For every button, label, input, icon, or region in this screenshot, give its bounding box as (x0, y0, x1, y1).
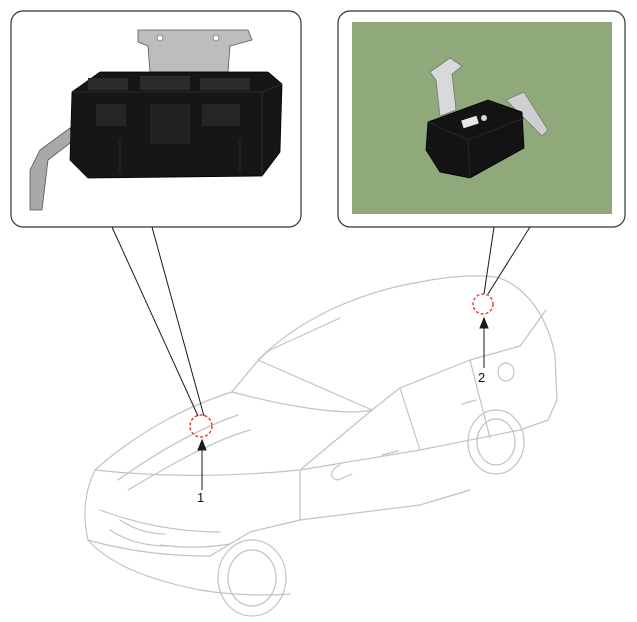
pointer-arrows (197, 316, 489, 490)
module-2-illustration (425, 57, 549, 179)
location-marker-2 (472, 293, 494, 315)
location-marker-1 (189, 414, 213, 438)
callout-number-2: 2 (478, 370, 485, 385)
car-outline (84, 275, 558, 617)
callout-number-1: 1 (197, 490, 204, 505)
module-1-illustration (29, 29, 283, 211)
leader-lines (111, 226, 531, 417)
